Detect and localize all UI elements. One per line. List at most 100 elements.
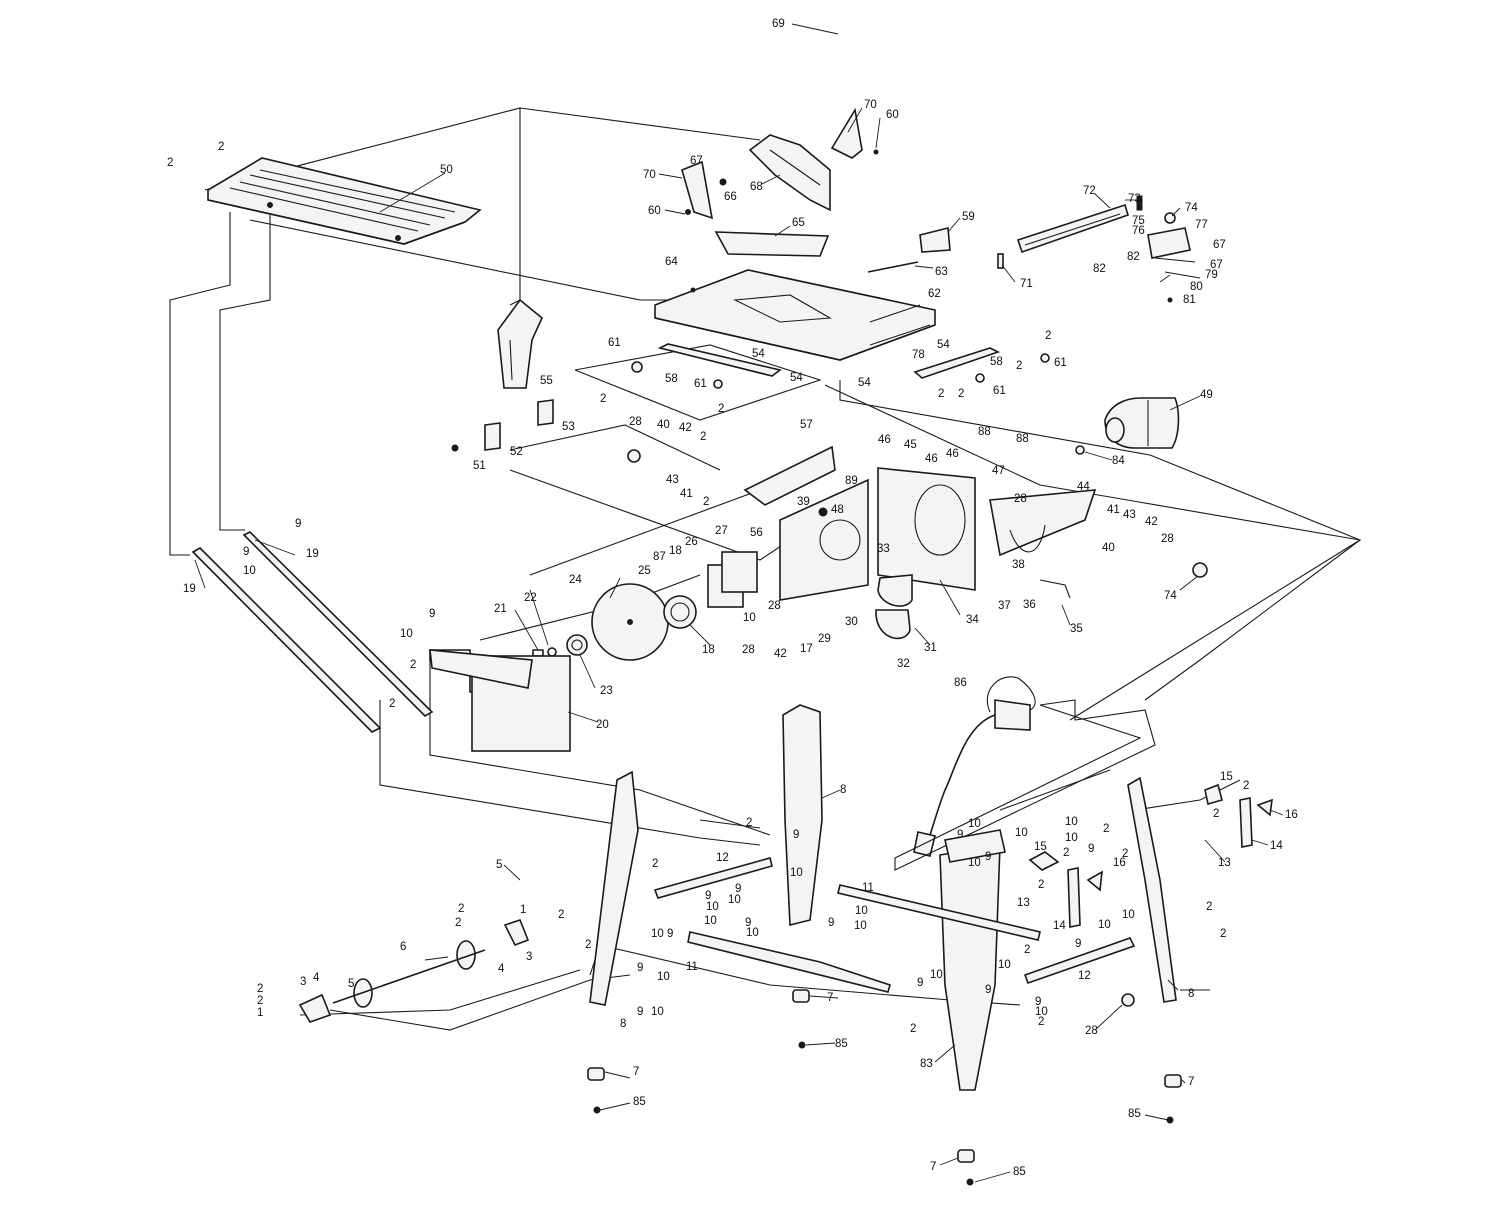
- callout-64: 64: [665, 256, 678, 268]
- callout-8: 8: [620, 1018, 626, 1030]
- callout-75: 75: [1132, 215, 1145, 227]
- callout-14: 14: [1053, 920, 1066, 932]
- callout-1: 1: [257, 1007, 263, 1019]
- callout-10: 10: [790, 867, 803, 879]
- callout-2: 2: [746, 817, 752, 829]
- callout-42: 42: [774, 648, 787, 660]
- callout-9: 9: [429, 608, 435, 620]
- callout-32: 32: [897, 658, 910, 670]
- callout-41: 41: [680, 488, 693, 500]
- callout-2: 2: [410, 659, 416, 671]
- callout-7: 7: [930, 1161, 936, 1173]
- callout-10: 10: [930, 969, 943, 981]
- callout-71: 71: [1020, 278, 1033, 290]
- callout-45: 45: [904, 439, 917, 451]
- callout-11: 11: [686, 961, 698, 973]
- callout-10: 10: [1122, 909, 1135, 921]
- callout-9: 9: [295, 518, 301, 530]
- callout-2: 2: [1024, 944, 1030, 956]
- callout-34: 34: [966, 614, 979, 626]
- callout-40: 40: [657, 419, 670, 431]
- callout-78: 78: [912, 349, 925, 361]
- callout-2: 2: [1103, 823, 1109, 835]
- callout-67: 67: [690, 155, 703, 167]
- callout-10: 10: [968, 818, 981, 830]
- callout-38: 38: [1012, 559, 1025, 571]
- callout-46: 46: [925, 453, 938, 465]
- callout-4: 4: [498, 963, 505, 975]
- callout-2: 2: [257, 983, 263, 995]
- callout-10: 10: [855, 905, 868, 917]
- callout-1: 1: [520, 904, 526, 916]
- callout-16: 16: [1113, 857, 1126, 869]
- callout-9: 9: [793, 829, 799, 841]
- callout-10: 10: [854, 920, 867, 932]
- callout-17: 17: [800, 643, 813, 655]
- callout-2: 2: [389, 698, 395, 710]
- callout-2: 2: [1038, 1016, 1044, 1028]
- feet: [587, 989, 1182, 1186]
- callout-82: 82: [1127, 251, 1140, 263]
- callout-28: 28: [1085, 1025, 1098, 1037]
- callout-33: 33: [877, 543, 890, 555]
- callout-23: 23: [600, 685, 613, 697]
- main-table-top: [654, 226, 951, 361]
- callout-10: 10: [704, 915, 717, 927]
- callout-7: 7: [1188, 1076, 1194, 1088]
- callout-8: 8: [1188, 988, 1194, 1000]
- callout-10: 10: [743, 612, 756, 624]
- callout-25: 25: [638, 565, 651, 577]
- callout-9: 9: [735, 883, 741, 895]
- callout-16: 16: [1285, 809, 1298, 821]
- callout-56: 56: [750, 527, 763, 539]
- callout-2: 2: [1045, 330, 1051, 342]
- callout-2: 2: [718, 403, 724, 415]
- callout-28: 28: [629, 416, 642, 428]
- callout-11: 11: [862, 882, 874, 894]
- callout-81: 81: [1183, 294, 1196, 306]
- callout-labels: 69 70 60 70 67 68 66 60 65 59 63 64 62 2…: [167, 18, 1298, 1178]
- callout-70: 70: [643, 169, 656, 181]
- callout-54: 54: [752, 348, 765, 360]
- leader-lines: [194, 23, 1284, 1183]
- callout-18: 18: [702, 644, 715, 656]
- callout-21: 21: [494, 603, 507, 615]
- callout-40: 40: [1102, 542, 1115, 554]
- callout-2: 2: [703, 496, 709, 508]
- dust-collection-guard: [681, 30, 912, 257]
- callout-70: 70: [864, 99, 877, 111]
- callout-48: 48: [831, 504, 844, 516]
- callout-47: 47: [992, 465, 1005, 477]
- callout-88: 88: [978, 426, 991, 438]
- callout-28: 28: [1161, 533, 1174, 545]
- callout-2: 2: [1213, 808, 1219, 820]
- callout-4: 4: [313, 972, 320, 984]
- callout-59: 59: [962, 211, 975, 223]
- callout-73: 73: [1128, 193, 1141, 205]
- callout-49: 49: [1200, 389, 1213, 401]
- callout-2: 2: [652, 858, 658, 870]
- callout-61: 61: [608, 337, 621, 349]
- callout-10: 10: [400, 628, 413, 640]
- callout-72: 72: [1083, 185, 1096, 197]
- callout-84: 84: [1112, 455, 1125, 467]
- callout-87: 87: [653, 551, 666, 563]
- callout-67: 67: [1213, 239, 1226, 251]
- callout-62: 62: [928, 288, 941, 300]
- callout-15: 15: [1220, 771, 1233, 783]
- callout-58: 58: [990, 356, 1003, 368]
- callout-5: 5: [348, 978, 354, 990]
- callout-54: 54: [858, 377, 871, 389]
- callout-80: 80: [1190, 281, 1203, 293]
- callout-46: 46: [878, 434, 891, 446]
- callout-9: 9: [985, 984, 991, 996]
- callout-2: 2: [1243, 780, 1249, 792]
- callout-83: 83: [920, 1058, 933, 1070]
- callout-10: 10: [1035, 1006, 1048, 1018]
- callout-2: 2: [585, 939, 591, 951]
- callout-50: 50: [440, 164, 453, 176]
- callout-2: 2: [1063, 847, 1069, 859]
- callout-22: 22: [524, 592, 537, 604]
- callout-10: 10: [1015, 827, 1028, 839]
- callout-12: 12: [1078, 970, 1091, 982]
